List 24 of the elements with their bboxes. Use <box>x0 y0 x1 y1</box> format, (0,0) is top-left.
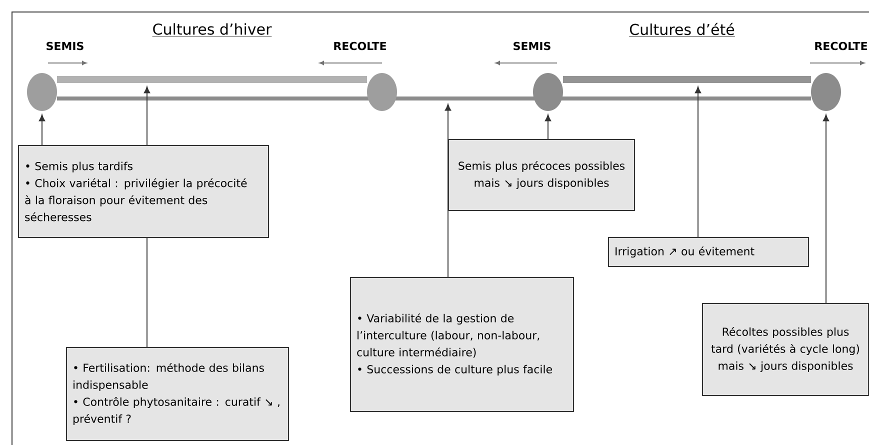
text-box: • Semis plus tardifs • Choix variétal : privilégier la précocité à la floraison pour évitement des sécheresses <box>18 145 269 238</box>
stage-label: SEMIS <box>514 42 550 50</box>
text-box: • Fertilisation: méthode des bilans indispensable • Contrôle phytosanitaire : curatif ↘ , préventif ? <box>66 347 289 441</box>
leader-arrow <box>822 114 830 304</box>
timeline-bar <box>563 76 811 83</box>
leader-arrow <box>694 86 702 238</box>
timeline-bar <box>57 76 367 83</box>
ellipse-marker <box>27 73 57 111</box>
stage-label: SEMIS <box>46 42 84 50</box>
text-box: Récoltes possibles plus tard (variétés à cycle long) mais ↘ jours disponibles <box>702 303 869 396</box>
stage-label: RECOLTE <box>815 42 867 50</box>
leader-arrow <box>38 114 46 146</box>
section-title: Cultures d’hiver <box>152 23 272 36</box>
ellipse-marker <box>811 73 841 111</box>
ellipse-marker <box>533 73 563 111</box>
text-box: Semis plus précoces possibles mais ↘ jours disponibles <box>448 139 635 211</box>
leader-arrow <box>144 86 150 146</box>
leader-arrow <box>444 104 452 278</box>
section-title: Cultures d’été <box>628 22 736 37</box>
stage-label: RECOLTE <box>334 42 386 50</box>
ellipse-marker <box>367 73 397 111</box>
text-box: • Variabilité de la gestion de l’interculture (labour, non-labour, culture intermédiaire) • Successions de culture plus facile <box>350 277 574 412</box>
leader-arrow <box>544 114 552 140</box>
text-box: Irrigation ↗ ou évitement <box>608 237 809 267</box>
